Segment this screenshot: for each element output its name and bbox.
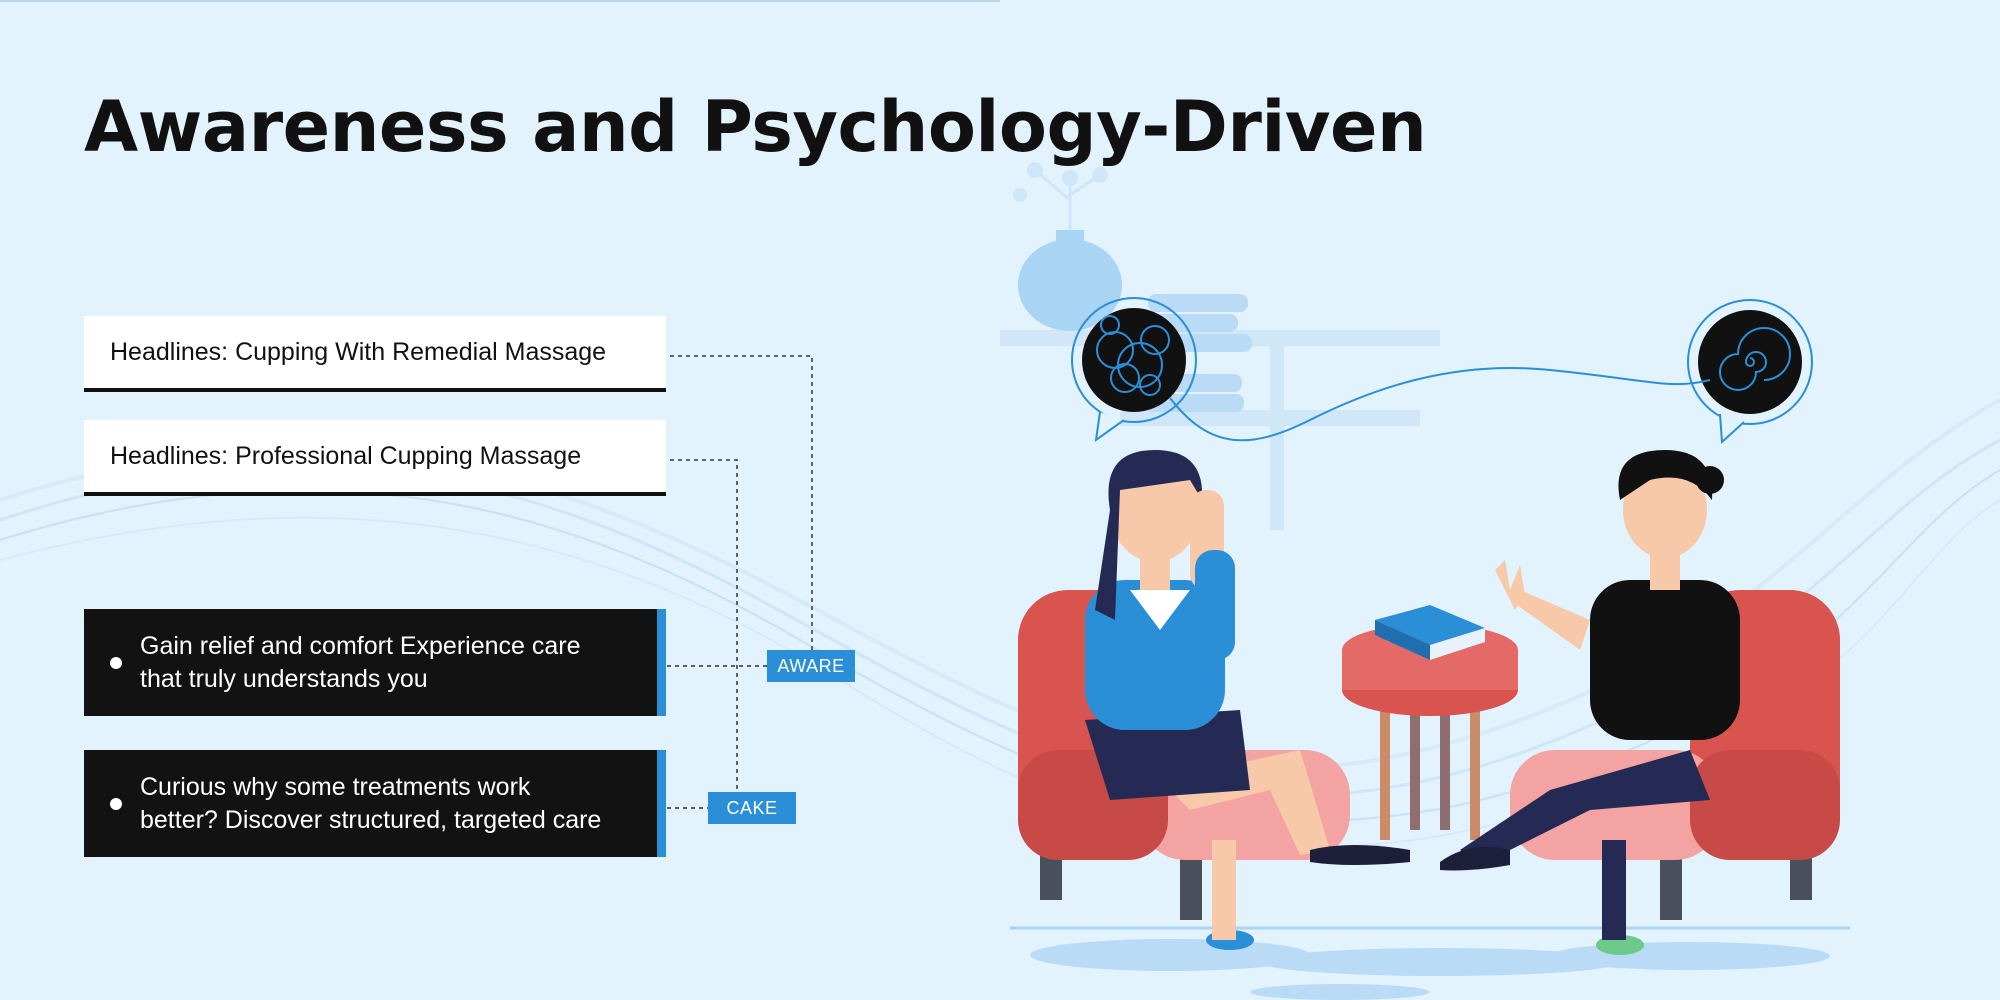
bullet-line: Gain relief and comfort Experience care — [140, 631, 581, 660]
bullet-text-1: Gain relief and comfort Experience care … — [140, 630, 581, 696]
vase-icon — [1013, 162, 1122, 331]
spiral-thought-icon — [1719, 327, 1791, 391]
headline-card-2: Headlines: Professional Cupping Massage — [84, 420, 666, 496]
bullet-dot-icon — [110, 797, 122, 810]
headline-card-1: Headlines: Cupping With Remedial Massage — [84, 316, 666, 392]
book-icon — [1375, 605, 1485, 660]
tangled-thought-icon — [1096, 315, 1170, 396]
thought-bubble-icon — [1687, 299, 1813, 445]
bullet-line: that truly understands you — [140, 664, 428, 693]
bullet-text-2: Curious why some treatments work better?… — [140, 771, 601, 837]
bullet-line: Curious why some treatments work — [140, 772, 531, 801]
bullet-dot-icon — [110, 656, 122, 669]
headline-text-1: Headlines: Cupping With Remedial Massage — [110, 337, 607, 366]
floor-puddles — [1030, 939, 1830, 1000]
bullet-card-1: Gain relief and comfort Experience care … — [84, 609, 666, 716]
bullet-card-2: Curious why some treatments work better?… — [84, 750, 666, 857]
page-title: Awareness and Psychology-Driven — [84, 86, 1427, 168]
headline-text-2: Headlines: Professional Cupping Massage — [110, 441, 582, 470]
right-person — [1440, 450, 1740, 955]
bullet-line: better? Discover structured, targeted ca… — [140, 805, 602, 834]
connection-line — [1169, 367, 1711, 442]
top-divider-line — [0, 0, 1000, 2]
aware-tag: AWARE — [767, 650, 855, 682]
cake-tag: CAKE — [708, 792, 796, 824]
left-person — [1085, 450, 1410, 950]
therapy-session-illustration — [1000, 162, 1850, 1000]
